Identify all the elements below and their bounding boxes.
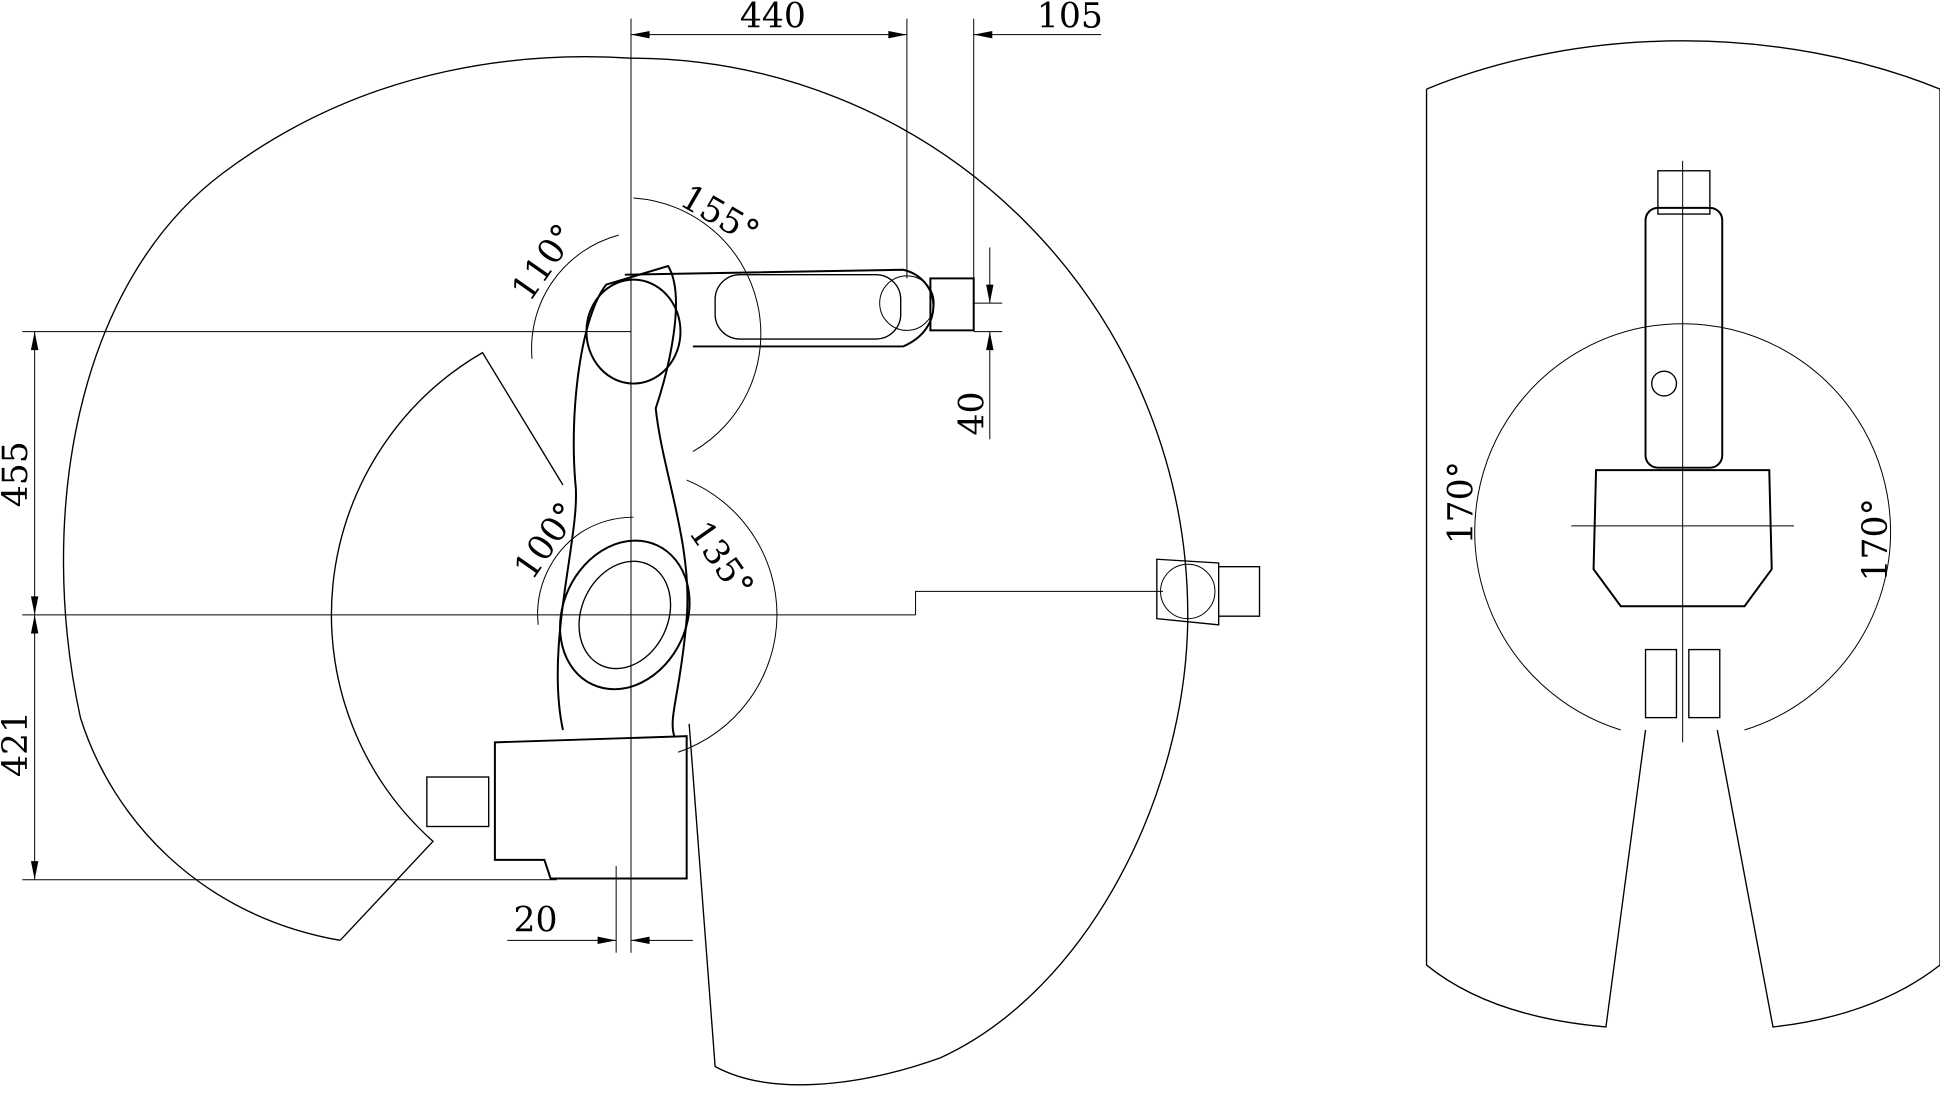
top-view-base	[1592, 469, 1773, 608]
dim-40: 40	[953, 391, 993, 435]
dim-421: 421	[0, 711, 36, 777]
dim-105: 105	[1037, 0, 1103, 36]
robot-side-view	[426, 264, 1261, 880]
angle-155: 155°	[674, 177, 766, 253]
j2-back-arc	[537, 516, 634, 625]
dim-455: 455	[0, 441, 36, 507]
j2-range-arc	[677, 479, 778, 753]
side-view-envelope	[62, 56, 1189, 1086]
dim-20: 20	[513, 901, 557, 941]
j3-range-arc	[531, 197, 762, 453]
angle-170-left: 170°	[1441, 461, 1481, 544]
top-view	[1425, 40, 1940, 1028]
joint-3	[585, 278, 682, 385]
joint-2	[559, 539, 691, 691]
robot-upper-arm	[624, 268, 935, 348]
angle-170-right: 170°	[1856, 498, 1896, 581]
robot-wrist	[929, 277, 975, 332]
angle-110: 110°	[504, 217, 585, 308]
alt-tool-pose	[1156, 558, 1261, 626]
dim-440: 440	[740, 0, 806, 36]
top-view-arm	[1644, 206, 1724, 469]
outer-reach-boundary	[62, 56, 1189, 1086]
dimension-lines	[22, 18, 1164, 953]
angle-135: 135°	[681, 514, 762, 605]
robot-base	[493, 735, 688, 880]
top-view-envelope	[1425, 40, 1940, 1028]
robot-lower-arm	[556, 264, 689, 737]
